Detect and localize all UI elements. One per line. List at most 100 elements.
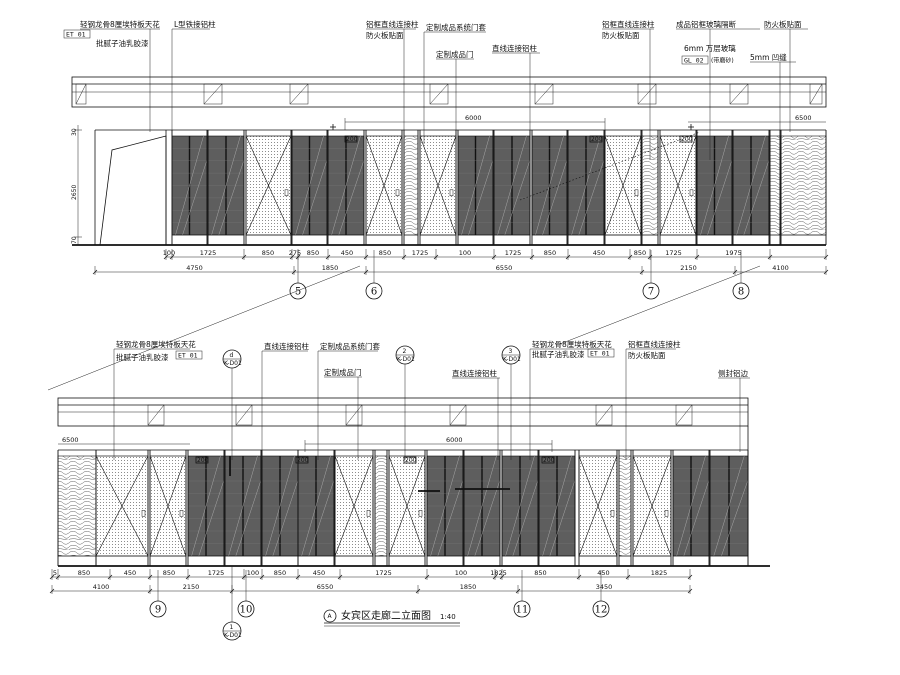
label2-post-joint-b: 防火板贴面 [628, 350, 666, 360]
dimension-label: 275 [289, 249, 301, 257]
label2-door-system: 定制成品系统门套 [320, 341, 380, 351]
dim-6500-top: 6500 [795, 114, 812, 122]
top-dimension-1: 6000 6500 [330, 114, 826, 130]
axis-label: 8 [738, 287, 744, 298]
height-dim-2650: 2650 [71, 185, 78, 200]
axis-bubble [732, 282, 750, 300]
callout-2-num: 2 [403, 348, 407, 355]
door-dim-2-4: 200 [543, 457, 555, 464]
label2-ceiling2-a: 轻钢龙骨8厘埃特板天花 [532, 339, 612, 349]
dimension-label: 3450 [596, 583, 613, 591]
label2-ceiling-b: 批腻子油乳胶漆 [116, 352, 169, 362]
door-dim-2: 200 [591, 136, 603, 143]
height-dim-70: 70 [71, 236, 78, 244]
annotations-elevation-2: 轻钢龙骨8厘埃特板天花 批腻子油乳胶漆 ET 01 直线连接铝柱 定制成品系统门… [113, 339, 750, 460]
dimension-label: 850 [307, 249, 319, 257]
bays-elevation-2 [57, 450, 749, 566]
callout-1: 1 K-D01 [222, 566, 242, 641]
dim-6500-top-2: 6500 [62, 436, 79, 444]
annotations-elevation-1: 轻钢龙骨8厘埃特板天花 批腻子油乳胶漆 ET 01 L型铁接铝柱 铝框直线连接柱… [63, 19, 808, 246]
axis-bubble [592, 600, 610, 618]
label-post-joint-a: 铝框直线连接柱 [366, 19, 419, 29]
door-handle-icon [366, 510, 371, 517]
wood-panel [780, 135, 827, 236]
label-post-joint-b: 防火板贴面 [366, 30, 404, 40]
callout-2: 2 K-D01 [395, 345, 415, 460]
ceiling-hatch-2 [147, 404, 693, 426]
dimension-label: 450 [597, 569, 609, 577]
dimension-label: 1725 [200, 249, 217, 257]
label-post-custom: L型铁接铝柱 [174, 19, 216, 29]
label-door-system: 定制成品系统门套 [426, 22, 486, 32]
ceiling-band-2 [57, 397, 749, 427]
label-border-5mm: 5mm 凹缝 [750, 52, 787, 62]
drawing-title: A 女宾区走廊二立面图 1:40 [323, 609, 460, 627]
dimension-label: 2150 [680, 264, 697, 272]
door-handle-icon [418, 510, 423, 517]
elevation-1: 6000 6500 200 200 200 30 2650 70 100 1725… [63, 19, 829, 300]
left-end-wall-1 [99, 130, 167, 246]
dimension-label: 1725 [412, 249, 429, 257]
axis-label: 12 [595, 605, 608, 616]
dimension-label: 4100 [93, 583, 110, 591]
dimension-label: 850 [634, 249, 646, 257]
axis-bubble [149, 600, 167, 618]
door-dim-2-1: 200 [197, 457, 209, 464]
dimension-label: 1725 [505, 249, 522, 257]
bays-elevation-1 [171, 130, 827, 245]
label2-post-joint-a: 铝框直线连接柱 [628, 339, 681, 349]
dimension-label: 6550 [496, 264, 513, 272]
drawing-title-text: 女宾区走廊二立面图 [341, 609, 431, 622]
door-handle-icon [634, 189, 639, 197]
label-glass-note: (带磨砂) [711, 57, 734, 65]
tag-et01: ET 01 [66, 31, 86, 39]
axis-bubble [513, 600, 531, 618]
wood-panel [374, 455, 388, 557]
axis-label: 5 [295, 287, 301, 298]
tag2-et01: ET 01 [178, 352, 198, 360]
dimension-label: 850 [262, 249, 274, 257]
door-dim-1: 200 [346, 136, 358, 143]
label-ceiling-b: 批腻子油乳胶漆 [96, 38, 149, 48]
section-callouts: d K-D01 2 K-D01 3 K-D01 1 [222, 345, 521, 641]
wood-panel [57, 455, 97, 557]
door-dim-3: 200 [681, 136, 693, 143]
dimension-label: 1725 [665, 249, 682, 257]
dimension-label: 850 [544, 249, 556, 257]
height-dimensions-1: 30 2650 70 [71, 125, 82, 245]
dimension-label: 100 [163, 249, 175, 257]
dimension-label: 1825 [490, 569, 507, 577]
axis-bubble [237, 600, 255, 618]
callout-3-ref: K-D01 [503, 356, 521, 363]
wood-panel [769, 135, 781, 236]
axis-bubble [289, 282, 307, 300]
callout-1-ref: K-D01 [224, 632, 242, 639]
wood-panel [403, 135, 419, 236]
axis-bubble [642, 282, 660, 300]
door-handle-icon [689, 189, 694, 197]
drawing-scale: 1:40 [440, 613, 456, 621]
dimension-label: 850 [78, 569, 90, 577]
door-dim-2-3: 200 [405, 457, 417, 464]
dimension-label: 100 [455, 569, 467, 577]
door-handle-icon [284, 189, 289, 197]
label2-post-straight: 直线连接铝柱 [264, 341, 309, 351]
dimension-label: 850 [534, 569, 546, 577]
label2-ceiling-a: 轻钢龙骨8厘埃特板天花 [116, 339, 196, 349]
dimension-label: 1825 [651, 569, 668, 577]
label-post-joint2-b: 防火板贴面 [602, 30, 640, 40]
axis-label: 11 [516, 605, 529, 616]
ceiling-band-1 [71, 76, 827, 108]
label-fireboard: 防火板贴面 [764, 19, 802, 29]
callout-3-num: 3 [509, 348, 513, 355]
label-post-straight: 直线连接铝柱 [492, 43, 537, 53]
dimension-label: 100 [247, 569, 259, 577]
axis-label: 7 [648, 287, 654, 298]
door-handle-icon [610, 510, 615, 517]
axis-label: 9 [155, 605, 161, 616]
dim-6000-top-2: 6000 [446, 436, 463, 444]
